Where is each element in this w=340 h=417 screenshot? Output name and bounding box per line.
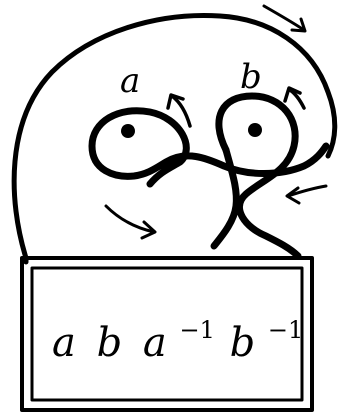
arrow-icon-a [166, 93, 192, 128]
word-part-a-inv-exp: −1 [179, 316, 214, 344]
word-part-b: b [97, 320, 123, 366]
arrow-icon-right [104, 204, 157, 240]
word-part-b-inv: b [230, 320, 256, 366]
arrow-icon-top-right [262, 4, 307, 33]
label-b: b [240, 57, 262, 97]
puncture-b [248, 123, 262, 137]
word-part-a-inv: a [143, 320, 167, 366]
word-part-a: a [52, 320, 76, 366]
loop-b-descender [210, 146, 240, 250]
word-expression: a b a −1 b −1 [52, 302, 303, 366]
outer-band-curve [11, 13, 338, 261]
puncture-a [121, 124, 135, 138]
loop-b-curve [215, 92, 302, 260]
label-a: a [120, 61, 140, 101]
word-box-outer [20, 256, 314, 412]
word-box-inner [30, 266, 304, 402]
word-part-b-inv-exp: −1 [268, 316, 303, 344]
arrow-icon-b [283, 86, 306, 110]
arrow-icon-left [285, 184, 328, 205]
